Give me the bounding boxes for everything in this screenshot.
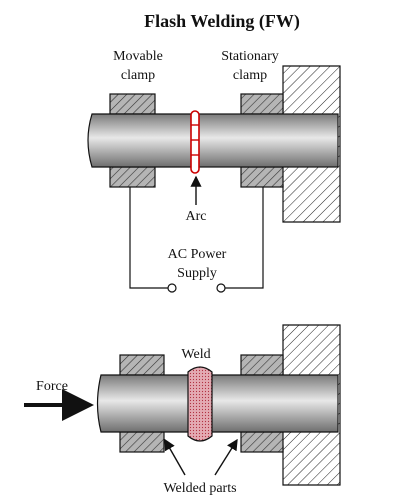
welded-parts-label: Welded parts	[163, 481, 236, 496]
stationary-clamp-upper-welded	[240, 354, 284, 376]
movable-clamp-upper-welded	[119, 354, 165, 376]
stationary-clamp-lower-welded	[240, 431, 284, 453]
arc-label: Arc	[186, 209, 207, 224]
stationary-clamp-label-line1: Stationary	[221, 49, 279, 64]
workpiece-left	[87, 113, 193, 168]
movable-clamp-lower	[109, 166, 156, 188]
force-label: Force	[36, 379, 68, 394]
stationary-clamp-lower	[240, 166, 284, 188]
weld-label: Weld	[181, 347, 210, 362]
movable-clamp-label-line2: clamp	[121, 68, 155, 83]
movable-clamp-lower-welded	[119, 431, 165, 453]
stationary-clamp-upper	[240, 93, 284, 115]
movable-clamp-label-line1: Movable	[113, 49, 163, 64]
terminal-left	[167, 283, 177, 293]
welded-workpiece	[96, 374, 339, 433]
movable-clamp-upper	[109, 93, 156, 115]
power-supply-label-line2: Supply	[177, 266, 217, 281]
arc-gap	[190, 110, 200, 174]
weld-bead	[187, 366, 213, 442]
workpiece-right	[197, 113, 339, 168]
diagram-title: Flash Welding (FW)	[144, 11, 300, 32]
circuit-wire-right	[225, 187, 264, 289]
welded-parts-arrow-left	[164, 438, 186, 476]
circuit-wire-left	[129, 187, 168, 289]
stationary-clamp-label-line2: clamp	[233, 68, 267, 83]
welded-parts-arrow-right	[214, 438, 238, 476]
terminal-right	[216, 283, 226, 293]
power-supply-label-line1: AC Power	[168, 247, 227, 262]
